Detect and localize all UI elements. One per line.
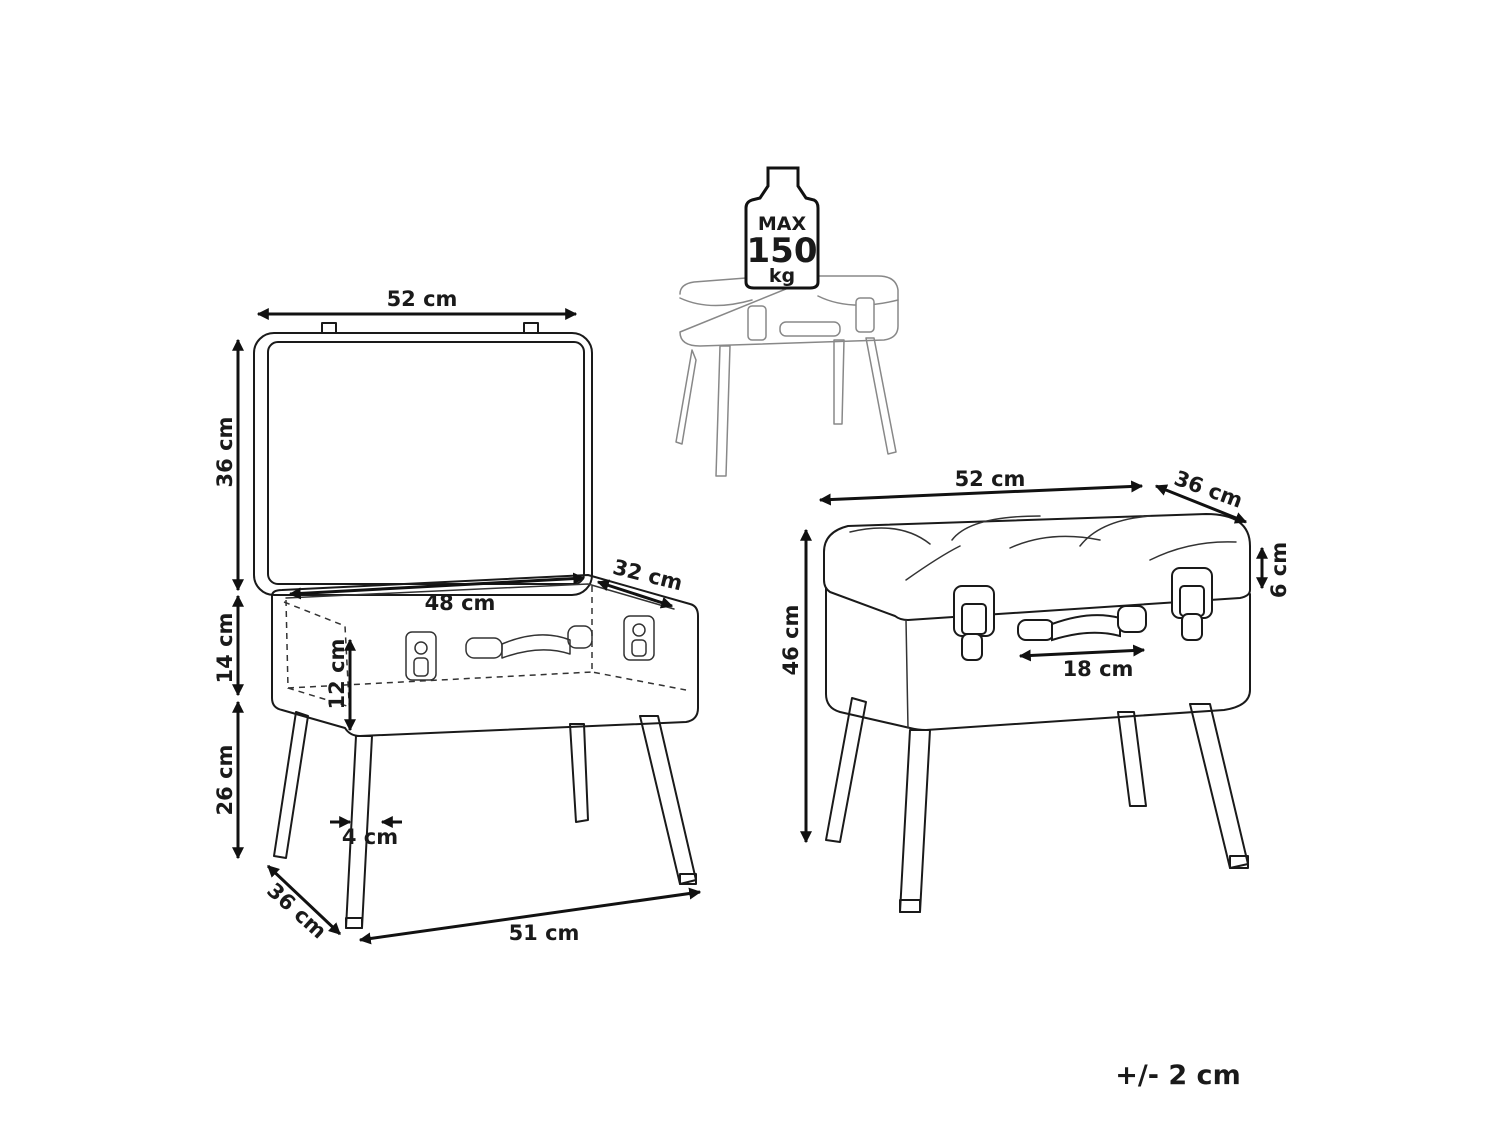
weight-line-2: 150 (747, 231, 818, 271)
dim-arrow-closed-depth (1154, 484, 1248, 524)
weight-line-1: MAX (758, 213, 807, 235)
label-leg-thickness: 4 cm (342, 825, 398, 849)
latch-left-icon (405, 631, 437, 681)
closed-leg-front-right (1189, 703, 1249, 869)
label-leg-height: 26 cm (213, 745, 237, 816)
label-handle-width: 18 cm (1063, 657, 1134, 681)
dim-arrow-open-depth (266, 864, 342, 936)
label-open-depth: 36 cm (262, 878, 331, 943)
label-inner-height: 12 cm (325, 639, 349, 710)
box-body (271, 574, 699, 737)
weight-line-3: kg (769, 265, 795, 287)
open-stool-drawing (253, 322, 699, 929)
box-hidden-edges (285, 586, 687, 707)
small-stool-drawing (675, 275, 899, 477)
lid-outer (253, 332, 593, 596)
closed-foot-front-left (899, 899, 921, 913)
cushion-outline (823, 513, 1251, 621)
latch-right-closed-icon (1171, 567, 1213, 641)
handle-closed-icon (1017, 605, 1147, 642)
dim-arrow-inner-depth (596, 579, 674, 609)
dim-arrow-closed-width (818, 480, 1144, 506)
latch-left-closed-icon (953, 585, 995, 661)
lid-hinge-left (321, 322, 337, 334)
lid-inner (267, 341, 585, 585)
cushion-tufts (849, 515, 1237, 581)
weight-limit-icon: MAX 150 kg (675, 166, 899, 477)
leg-front-right (639, 715, 697, 885)
tolerance-note: +/- 2 cm (1115, 1060, 1240, 1091)
label-cushion-height: 6 cm (1267, 542, 1291, 598)
lid-hinge-right (523, 322, 539, 334)
closed-leg-front-left (899, 729, 931, 913)
dim-arrow-base-width (358, 887, 702, 945)
label-lid-height: 36 cm (213, 417, 237, 488)
leg-back-right (569, 723, 589, 823)
handle-icon (465, 625, 593, 659)
label-inner-width: 48 cm (425, 591, 496, 615)
closed-leg-back-left (825, 697, 867, 843)
foot-front-right (679, 873, 697, 885)
foot-front-left (345, 917, 363, 929)
box-front-edge (905, 619, 909, 729)
label-closed-width: 52 cm (955, 467, 1026, 491)
closed-foot-front-right (1229, 855, 1249, 869)
label-base-width: 51 cm (509, 921, 580, 945)
label-box-height: 14 cm (213, 613, 237, 684)
latch-right-icon (623, 615, 655, 661)
closed-leg-back-right (1117, 711, 1147, 807)
dim-arrow-handle-width (1018, 644, 1146, 662)
leg-back-left (273, 711, 309, 859)
dim-arrow-inner-width (288, 572, 586, 600)
closed-stool-drawing (823, 513, 1251, 913)
label-open-width: 52 cm (387, 287, 458, 311)
label-total-height: 46 cm (779, 605, 803, 676)
weight-bottle-icon (744, 166, 820, 290)
